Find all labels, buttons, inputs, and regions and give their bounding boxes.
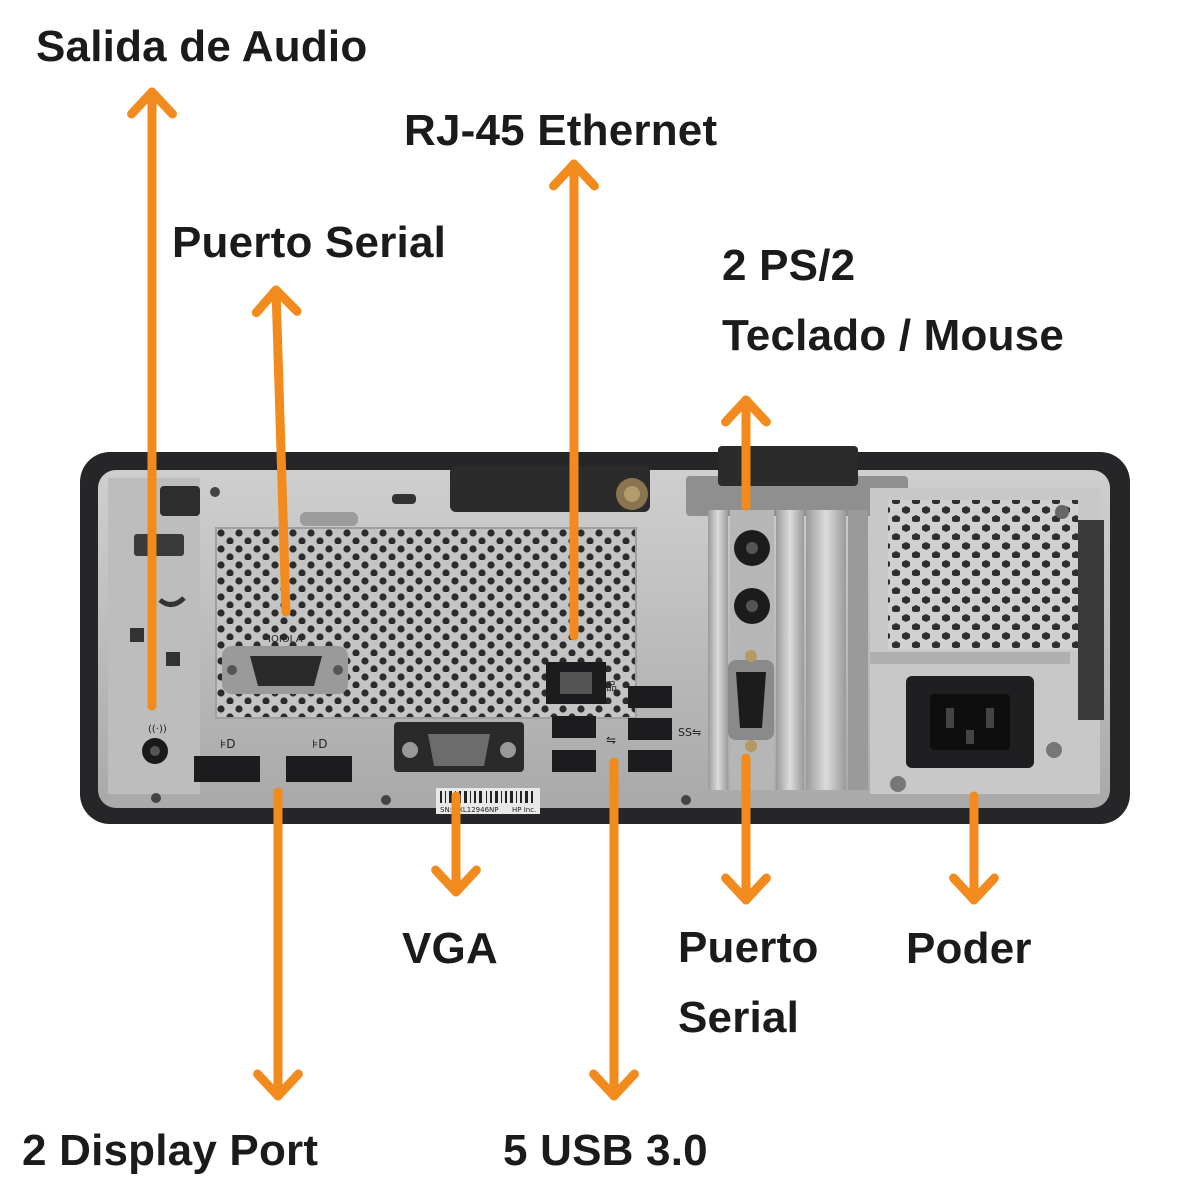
psu-screw (1046, 742, 1062, 758)
manufacturer-text: HP Inc. (512, 806, 536, 814)
iec-pin (946, 708, 954, 728)
top-clip (300, 512, 358, 526)
displayport-2 (286, 756, 352, 782)
label-usb: 5 USB 3.0 (503, 1126, 708, 1175)
top-handle (450, 466, 650, 512)
usb-port (628, 686, 672, 708)
iec-pin (966, 730, 974, 744)
label-audio-out: Salida de Audio (36, 22, 368, 71)
serial-screw-left (227, 665, 237, 675)
slot-latch (718, 446, 858, 486)
label-serial-bottom: Puerto Serial (678, 913, 819, 1053)
usb-port (552, 716, 596, 738)
iec-pin (986, 708, 994, 728)
screw-hole (1055, 505, 1069, 519)
screw-hole (166, 652, 180, 666)
slot-cover (806, 510, 846, 790)
vga-screw-left (402, 742, 418, 758)
label-serial-top: Puerto Serial (172, 218, 447, 267)
displayport-icon: ⊧D (220, 737, 236, 751)
label-ps2: 2 PS/2 Teclado / Mouse (722, 231, 1064, 371)
ps2-pin (746, 600, 758, 612)
label-vga: VGA (402, 924, 498, 973)
audio-mark: ((·)) (148, 724, 167, 735)
usb-icon: ⇋ (606, 733, 616, 747)
screw-hole (381, 795, 391, 805)
label-serial-bottom-line2: Serial (678, 993, 800, 1042)
vga-port (428, 734, 490, 766)
ps2-pin (746, 542, 758, 554)
screw-hole (130, 628, 144, 642)
serial-marking: IOIOI A (268, 634, 303, 645)
displayport-icon: ⊧D (312, 737, 328, 751)
serial-screw (745, 650, 757, 662)
psu-fan-grille (888, 500, 1078, 650)
label-ps2-line1: 2 PS/2 (722, 241, 856, 290)
ethernet-socket (560, 672, 592, 694)
slot-cover (708, 510, 728, 790)
serial-port-expansion (736, 672, 766, 728)
serial-screw (745, 740, 757, 752)
label-serial-bottom-line1: Puerto (678, 923, 819, 972)
psu-screw (890, 776, 906, 792)
label-displayport: 2 Display Port (22, 1126, 319, 1175)
right-rail (1078, 520, 1104, 720)
padlock-loop (158, 596, 186, 607)
displayport-1 (194, 756, 260, 782)
screw-hole (151, 793, 161, 803)
screw-hole (210, 487, 220, 497)
serial-number-text: SN:MXL12946NP (440, 806, 499, 814)
usb-port (552, 750, 596, 772)
vga-screw-right (500, 742, 516, 758)
label-ethernet: RJ-45 Ethernet (404, 106, 718, 155)
serial-screw-right (333, 665, 343, 675)
psu-divider (870, 652, 1070, 664)
label-ps2-line2: Teclado / Mouse (722, 311, 1065, 360)
vent-border (215, 527, 637, 719)
label-power: Poder (906, 924, 1032, 973)
audio-jack-hole (150, 746, 160, 756)
screw-hole (681, 795, 691, 805)
kensington-slot (134, 534, 184, 556)
superspeed-usb-icon: SS⇋ (678, 726, 701, 739)
serial-port-onboard (250, 656, 322, 686)
network-icon: 品 (606, 680, 617, 693)
top-slot (392, 494, 416, 504)
thumbscrew-head (624, 486, 640, 502)
left-latch (160, 486, 200, 516)
slot-cover (776, 510, 804, 790)
slot-edge (848, 510, 868, 790)
usb-port (628, 750, 672, 772)
usb-port (628, 718, 672, 740)
